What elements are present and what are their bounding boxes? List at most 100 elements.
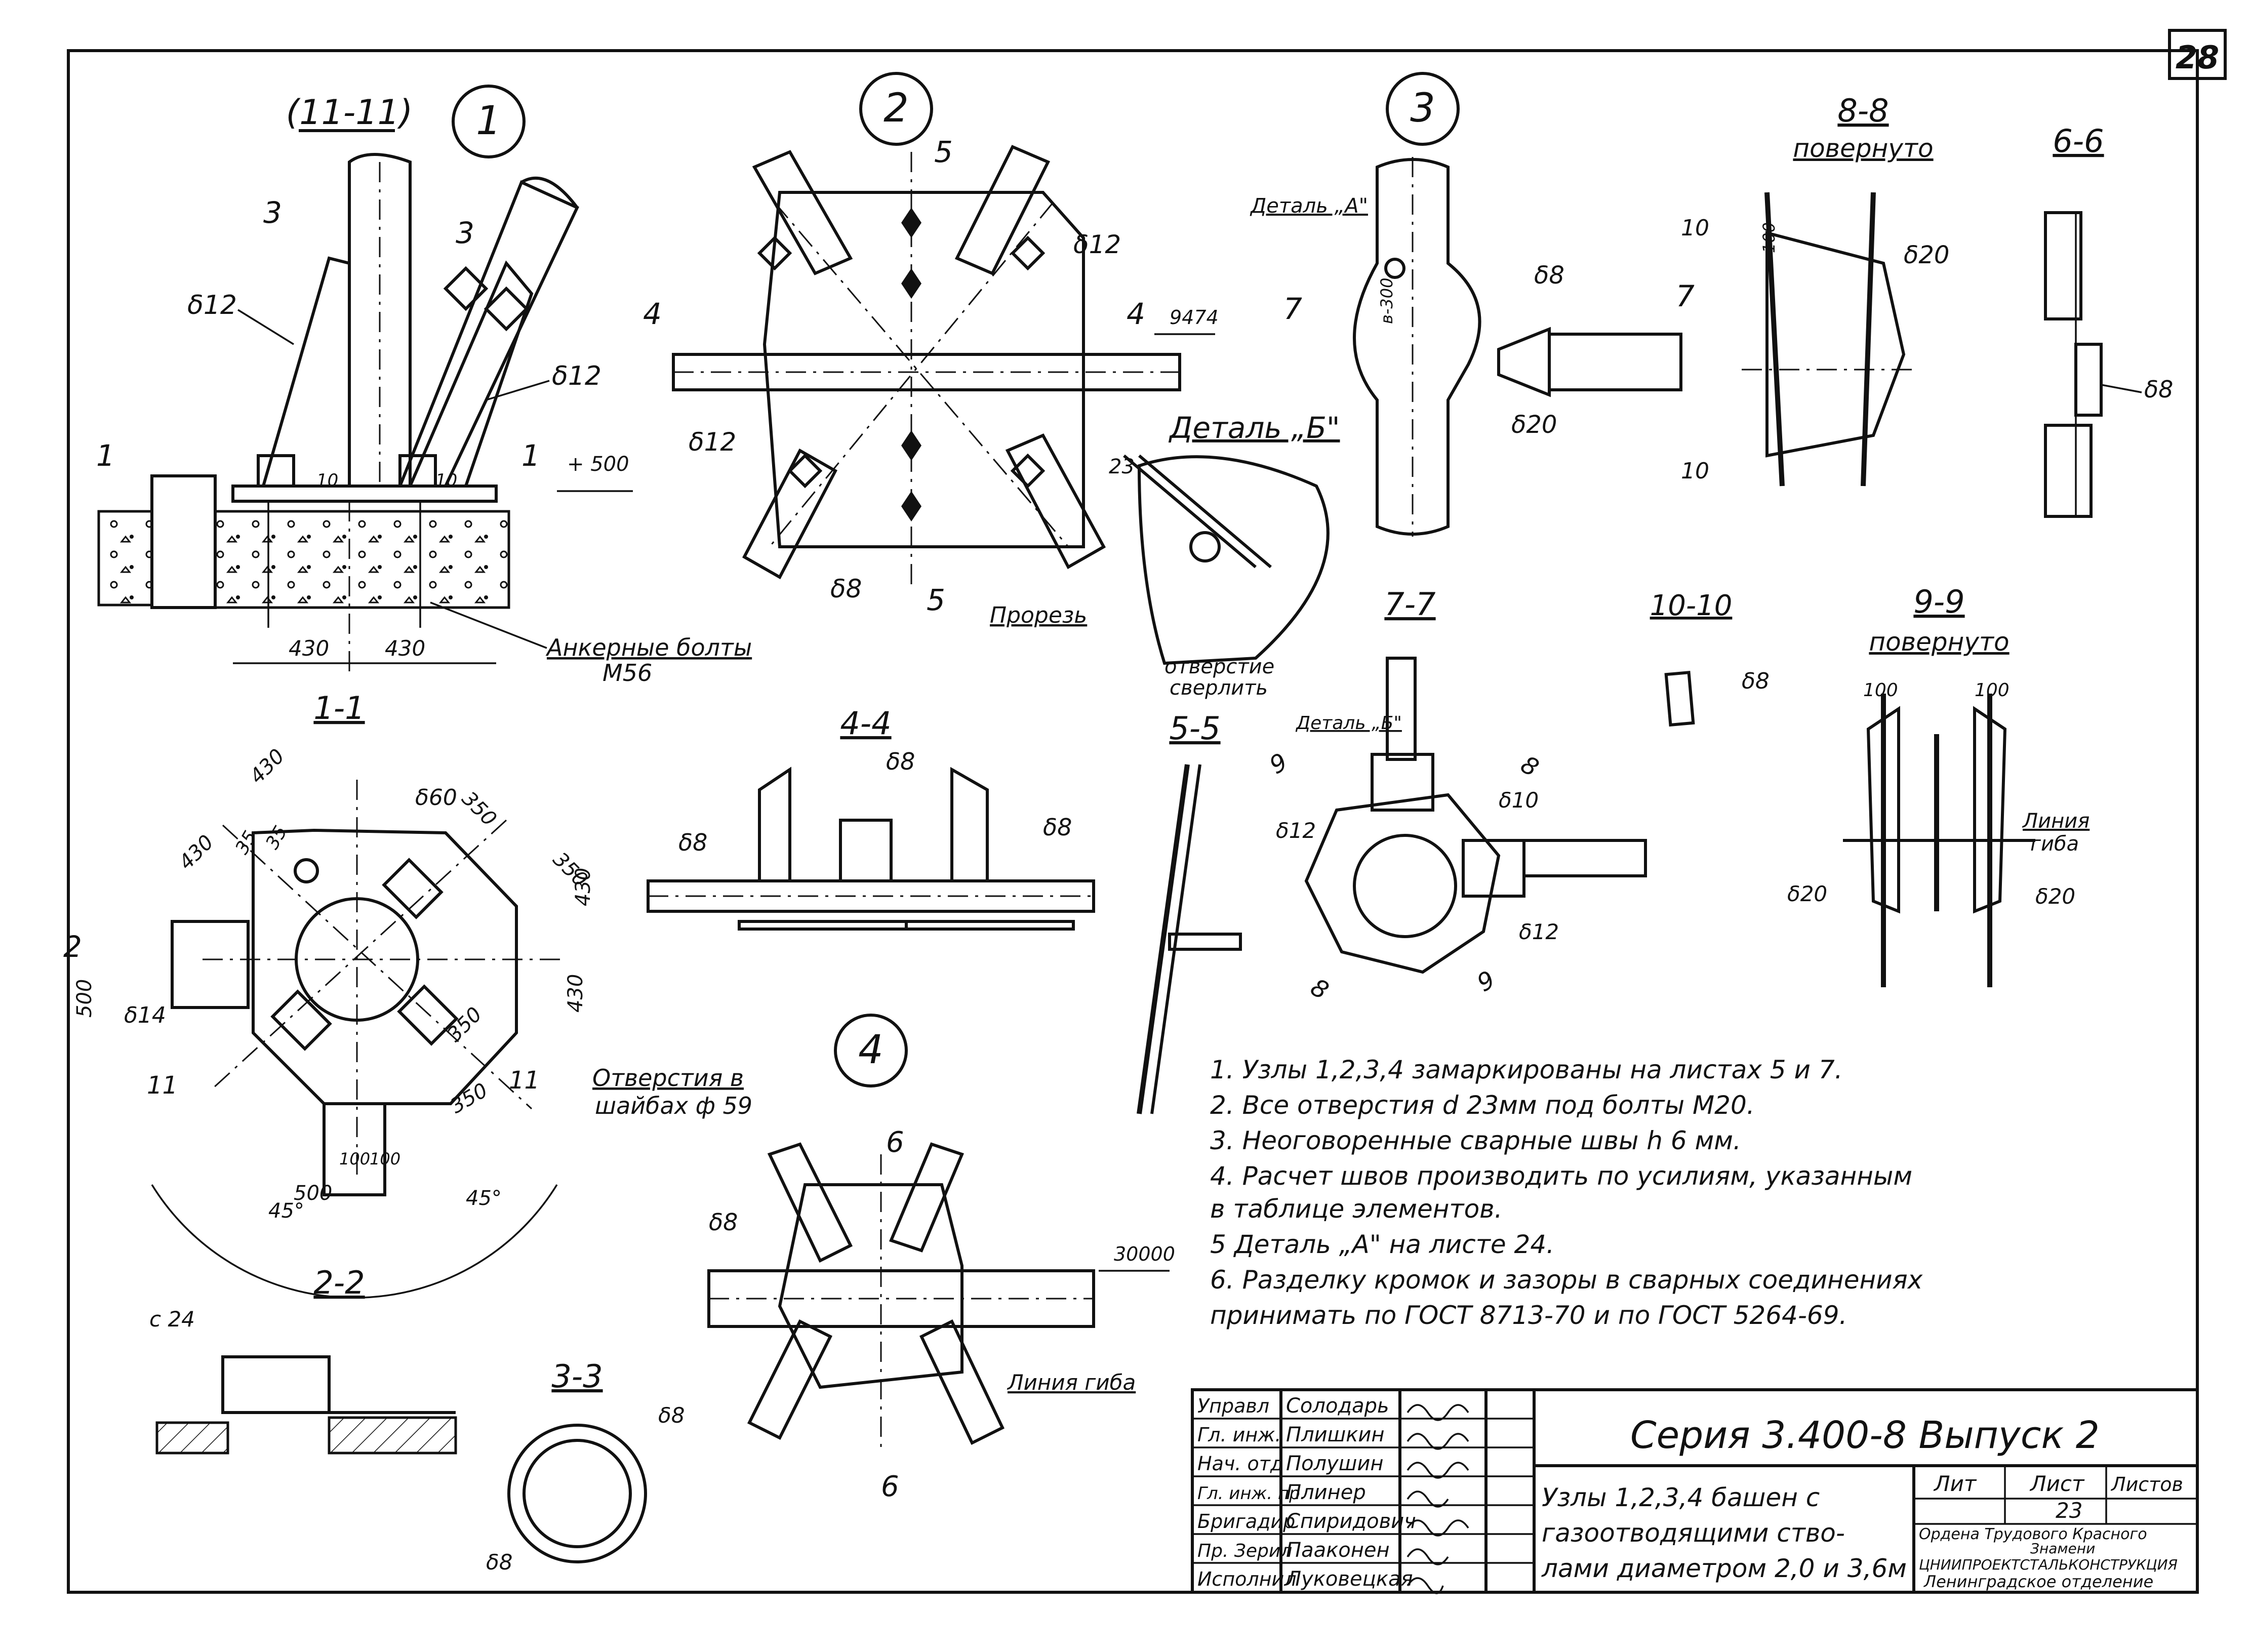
s11-dim-100-b: 100	[370, 1149, 400, 1169]
s11-dim-350-a: 350	[457, 787, 501, 831]
mark-10-a: 10	[316, 470, 338, 491]
signature-4	[1407, 1490, 1449, 1508]
node3-cut-7-left: 7	[1283, 292, 1302, 326]
dim-430-b: 430	[385, 636, 425, 661]
s99-d20-right: δ20	[2035, 884, 2075, 909]
detail-b-dim-23: 23	[1109, 455, 1135, 478]
node-3-marker	[1386, 72, 1460, 146]
note-1: 1. Узлы 1,2,3,4 замаркированы на листах …	[1210, 1055, 1843, 1084]
s33-d8-a: δ8	[658, 1403, 685, 1428]
label-washer-holes-2: шайбах ф 59	[595, 1092, 752, 1119]
s44-d8-left: δ8	[678, 829, 707, 856]
section-8-8-dim-100: 100	[1759, 222, 1779, 253]
tb-name-2: Плишкин	[1286, 1423, 1385, 1446]
general-notes: 1. Узлы 1,2,3,4 замаркированы на листах …	[1210, 1055, 1923, 1330]
node-2-drawing: 2 δ12 δ12 δ8 9474 5 5 4 4	[643, 72, 1219, 617]
s11-cut-11-right: 11	[509, 1066, 540, 1095]
dim-430-a: 430	[289, 636, 329, 661]
s11-dim-100-a: 100	[339, 1149, 370, 1169]
tb-name-1: Солодарь	[1286, 1394, 1389, 1418]
s77-cut-8-top: 8	[1516, 750, 1543, 783]
s99-dim-100-b: 100	[1975, 680, 2010, 701]
label-washer-holes-1: Отверстия в	[592, 1064, 744, 1092]
section-6-6-d8: δ8	[2144, 376, 2173, 403]
tb-name-7: Луковецкая	[1285, 1567, 1413, 1591]
tb-org-4: Ленинградское отделение	[1923, 1572, 2153, 1591]
node4-cut-6-bottom: 6	[881, 1470, 899, 1503]
node2-elev-9474: 9474	[1170, 306, 1219, 329]
section-title-1-1: 1-1	[313, 690, 365, 727]
section-9-9-drawing: 9-9 повернуто 100 100 Линия гиба δ20 δ20	[1787, 583, 2090, 987]
section-8-8-note: повернуто	[1793, 134, 1933, 163]
signature-3	[1407, 1462, 1469, 1479]
node2-d12-a: δ12	[1073, 230, 1121, 259]
s11-dim-35-b: 35	[262, 822, 291, 853]
sheet-number-box	[2168, 29, 2227, 80]
tb-role-3: Нач. отд	[1197, 1453, 1283, 1475]
tb-desc-3: лами диаметром 2,0 и 3,6м	[1541, 1554, 1907, 1583]
tb-role-1: Управл	[1197, 1395, 1269, 1417]
s77-detail-b: Деталь „Б"	[1295, 713, 1402, 734]
s11-dim-45-b: 45°	[466, 1187, 502, 1210]
section-10-10-drawing: 10-10 δ8	[1650, 589, 1770, 727]
s77-d12-a: δ12	[1276, 818, 1316, 843]
note-2: 2. Все отверстия d 23мм под болты М20.	[1210, 1091, 1755, 1120]
tb-org-2: Знамени	[2030, 1540, 2095, 1557]
section-title-11-11: (11-11)	[286, 93, 413, 133]
s11-dim-430-c: 430	[572, 868, 595, 906]
tb-role-5: Бригадир	[1197, 1510, 1295, 1533]
tb-org-1: Ордена Трудового Красного	[1919, 1525, 2147, 1543]
signature-5	[1407, 1519, 1469, 1537]
note-4: 4. Расчет швов производить по усилиям, у…	[1210, 1161, 1912, 1191]
section-8-8-d20: δ20	[1904, 241, 1949, 269]
elev-500: + 500	[567, 453, 629, 476]
cut-3-right: 3	[456, 216, 474, 250]
s44-d8-right: δ8	[1043, 814, 1072, 841]
tb-name-3: Полушин	[1286, 1452, 1384, 1475]
s99-bend-2: гиба	[2030, 832, 2079, 856]
label-detail-a: Деталь „А"	[1250, 194, 1368, 218]
tb-name-5: Спиридович	[1286, 1510, 1416, 1533]
cut-1-right: 1	[521, 438, 540, 473]
s11-dim-45-a: 45°	[268, 1199, 304, 1223]
node2-cut-4-left: 4	[643, 297, 662, 331]
s77-d10: δ10	[1499, 788, 1539, 813]
concrete-foundation	[214, 510, 510, 609]
section-title-6-6: 6-6	[2053, 123, 2104, 159]
tb-role-6: Пр. Зерил	[1197, 1541, 1292, 1561]
s33-d8-b: δ8	[486, 1550, 512, 1575]
node4-elev-30000: 30000	[1114, 1243, 1175, 1265]
sheet-frame	[67, 49, 2199, 1594]
s22-c24: с 24	[149, 1307, 195, 1332]
base-plate-octagon	[252, 828, 518, 1105]
tb-desc-1: Узлы 1,2,3,4 башен с	[1542, 1483, 1820, 1512]
s99-d20-left: δ20	[1787, 881, 1827, 906]
s1010-d8: δ8	[1742, 668, 1770, 694]
s11-dim-430-a: 430	[246, 745, 290, 789]
section-4-4-drawing: 4-4 δ8 δ8 δ8	[647, 705, 1095, 931]
s77-cut-9-bottom: 9	[1472, 965, 1500, 998]
node2-d8: δ8	[830, 574, 862, 603]
cut-1-left: 1	[96, 438, 115, 473]
sheet-number: 28	[2176, 39, 2219, 76]
section-7-7-drawing: 7-7 Деталь „Б" δ10 δ12 δ12 9 8 8 9	[1265, 586, 1647, 1005]
node2-d12-b: δ12	[689, 427, 736, 457]
note-5: 5 Деталь „А" на листе 24.	[1210, 1230, 1554, 1259]
detail-b-drawing: Деталь „Б" 23 Прорезь отверстие сверлить	[990, 411, 1340, 700]
section-title-9-9: 9-9	[1913, 583, 1964, 620]
signature-6	[1407, 1548, 1449, 1565]
mark-10-b: 10	[435, 470, 457, 491]
node-2-marker	[859, 72, 933, 146]
label-anchor-bolts-size: М56	[602, 659, 652, 687]
tb-org-3: ЦНИИПРОЕКТСТАЛЬКОНСТРУКЦИЯ	[1919, 1556, 2178, 1573]
node-4-drawing: 4 δ8 30000 Линия гиба 6 6	[707, 1014, 1175, 1503]
node-1-marker	[452, 85, 526, 158]
s77-cut-8-bottom: 8	[1306, 973, 1333, 1005]
node4-d8: δ8	[709, 1208, 738, 1236]
tb-sheet-value: 23	[2056, 1498, 2082, 1523]
node2-cut-5-bottom: 5	[927, 583, 945, 617]
section-title-8-8: 8-8	[1837, 92, 1889, 129]
note-6-cont: принимать по ГОСТ 8713-70 и по ГОСТ 5264…	[1210, 1301, 1847, 1330]
